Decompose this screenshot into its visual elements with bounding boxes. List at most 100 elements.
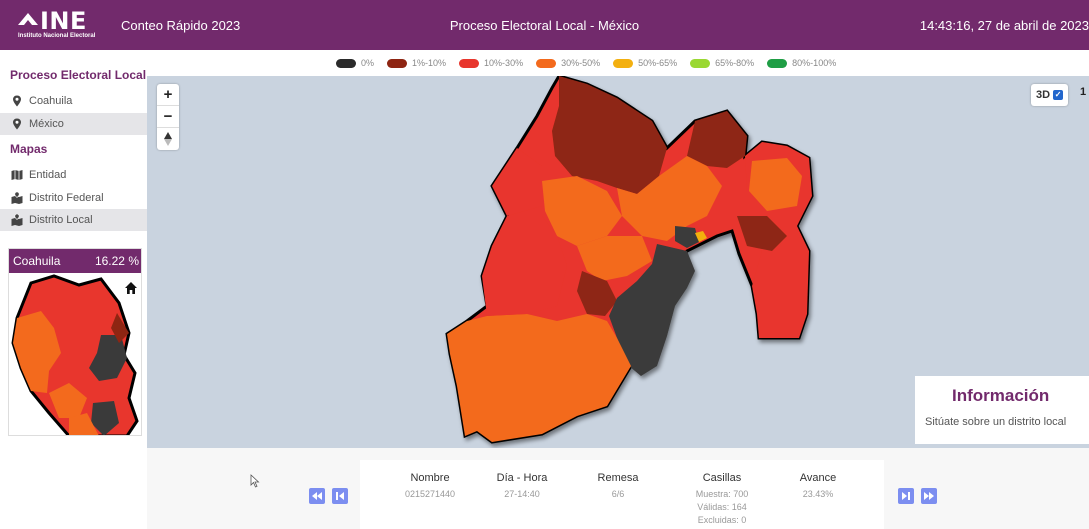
districts-icon (11, 192, 23, 204)
district-region[interactable] (577, 236, 652, 281)
clock: 14:43:16, 27 de abril de 2023 (919, 18, 1089, 33)
info-panel: Información Sitúate sobre un distrito lo… (915, 376, 1089, 444)
legend-label: 30%-50% (561, 58, 601, 68)
app-title: Conteo Rápido 2023 (121, 18, 241, 33)
legend-item: 1%-10% (387, 58, 446, 68)
district-region[interactable] (492, 148, 542, 216)
mini-map-region-dark (91, 401, 119, 435)
zoom-out-button[interactable]: − (157, 106, 179, 128)
sidebar: Proceso Electoral Local Coahuila México … (0, 50, 147, 529)
info-title: Información (952, 386, 1050, 405)
col-remesa: Remesa 6/6 (588, 472, 648, 501)
sidebar-item-label: Distrito Local (29, 214, 93, 226)
zoom-in-button[interactable]: + (157, 84, 179, 106)
step-back-icon (336, 492, 344, 500)
legend-swatch (387, 58, 408, 68)
district-region[interactable] (687, 111, 747, 168)
mini-map-region-orange (69, 413, 99, 435)
section-title-maps: Mapas (10, 142, 48, 156)
checkbox-checked-icon[interactable]: ✓ (1053, 90, 1064, 100)
legend-swatch (536, 58, 557, 68)
col-value: Muestra: 700 Válidas: 164 Excluidas: 0 (682, 488, 762, 527)
mini-map-region-orange (13, 311, 61, 393)
sidebar-item-mexico[interactable]: México (0, 113, 147, 135)
col-value: 0215271440 (404, 489, 456, 499)
col-value: 23.43% (802, 489, 834, 499)
legend-swatch (767, 58, 788, 68)
mini-map-region-brown (111, 313, 129, 343)
district-region[interactable] (675, 226, 699, 248)
logo-text: INE (40, 7, 87, 35)
map-pin-icon (13, 95, 21, 107)
legend-label: 80%-100% (792, 58, 837, 68)
legend-item: 65%-80% (690, 58, 754, 68)
legend-label: 10%-30% (484, 58, 524, 68)
last-batch-button[interactable] (921, 488, 937, 504)
casillas-muestra: Muestra: 700 (695, 489, 749, 499)
mexico-districts-map[interactable] (147, 76, 1089, 448)
extra-map-control[interactable]: 1 (1080, 86, 1087, 98)
zoom-controls: + − (157, 84, 179, 150)
next-batch-button[interactable] (898, 488, 914, 504)
col-header: Casillas (702, 472, 742, 484)
sidebar-item-distrito-federal[interactable]: Distrito Federal (0, 187, 147, 209)
map-area[interactable]: + − 3D ✓ 1 Información Sitúate sobre un … (147, 76, 1089, 448)
batch-info-card: Nombre 0215271440 Día - Hora 27-14:40 Re… (360, 460, 884, 529)
map-pin-icon (13, 118, 21, 130)
view-3d-label: 3D (1036, 89, 1051, 101)
bottom-bar: Nombre 0215271440 Día - Hora 27-14:40 Re… (147, 448, 1089, 529)
ine-logo[interactable]: INE Instituto Nacional Electoral (18, 7, 112, 43)
district-region[interactable] (749, 158, 802, 211)
district-region[interactable] (617, 156, 722, 241)
logo-subtitle: Instituto Nacional Electoral (18, 33, 96, 39)
mini-map-header: Coahuila 16.22 % (9, 249, 141, 273)
mouse-cursor-icon (250, 474, 260, 488)
col-header: Nombre (410, 472, 450, 484)
district-region[interactable] (577, 271, 617, 316)
sidebar-item-coahuila[interactable]: Coahuila (0, 90, 147, 112)
mini-map-coahuila (11, 274, 139, 435)
sidebar-item-distrito-local[interactable]: Distrito Local (0, 209, 147, 231)
mini-map-percent: 16.22 % (94, 254, 139, 268)
sidebar-item-label: México (29, 118, 64, 130)
skip-last-icon (924, 492, 934, 500)
first-batch-button[interactable] (309, 488, 325, 504)
district-region[interactable] (447, 314, 631, 442)
home-icon[interactable] (124, 281, 138, 295)
district-region[interactable] (737, 216, 787, 251)
previous-batch-button[interactable] (332, 488, 348, 504)
col-header: Día - Hora (496, 472, 548, 484)
sidebar-item-entidad[interactable]: Entidad (0, 164, 147, 186)
col-casillas: Casillas Muestra: 700 Válidas: 164 Exclu… (682, 472, 762, 527)
col-avance: Avance 23.43% (788, 472, 848, 501)
reset-north-button[interactable] (157, 128, 179, 150)
skip-first-icon (312, 492, 322, 500)
mini-map-card[interactable]: Coahuila 16.22 % (8, 248, 142, 436)
sidebar-item-label: Entidad (29, 169, 67, 181)
district-region[interactable] (542, 176, 622, 246)
legend-item: 10%-30% (459, 58, 523, 68)
page-title: Proceso Electoral Local - México (449, 18, 640, 33)
casillas-validas: Válidas: 164 (697, 502, 747, 512)
district-region[interactable] (609, 244, 695, 376)
info-text: Sitúate sobre un distrito local (925, 416, 1067, 428)
app-header: INE Instituto Nacional Electoral Conteo … (0, 0, 1089, 50)
step-forward-icon (902, 492, 910, 500)
district-region[interactable] (552, 76, 667, 194)
legend-label: 50%-65% (638, 58, 678, 68)
col-nombre: Nombre 0215271440 (395, 472, 465, 501)
sidebar-item-label: Coahuila (29, 95, 73, 107)
district-region[interactable] (695, 231, 707, 242)
districts-icon (11, 214, 23, 226)
compass-icon (164, 132, 172, 146)
section-title-process: Proceso Electoral Local (10, 68, 147, 82)
col-header: Remesa (597, 472, 639, 484)
legend-swatch (336, 58, 356, 68)
map-icon (11, 170, 23, 180)
district-region[interactable] (482, 216, 567, 316)
mini-map-region-dark (89, 335, 127, 381)
legend-swatch (613, 58, 634, 68)
view-3d-toggle[interactable]: 3D ✓ (1031, 84, 1069, 106)
ine-logo-mark-icon (18, 13, 38, 25)
legend-swatch (459, 58, 480, 68)
